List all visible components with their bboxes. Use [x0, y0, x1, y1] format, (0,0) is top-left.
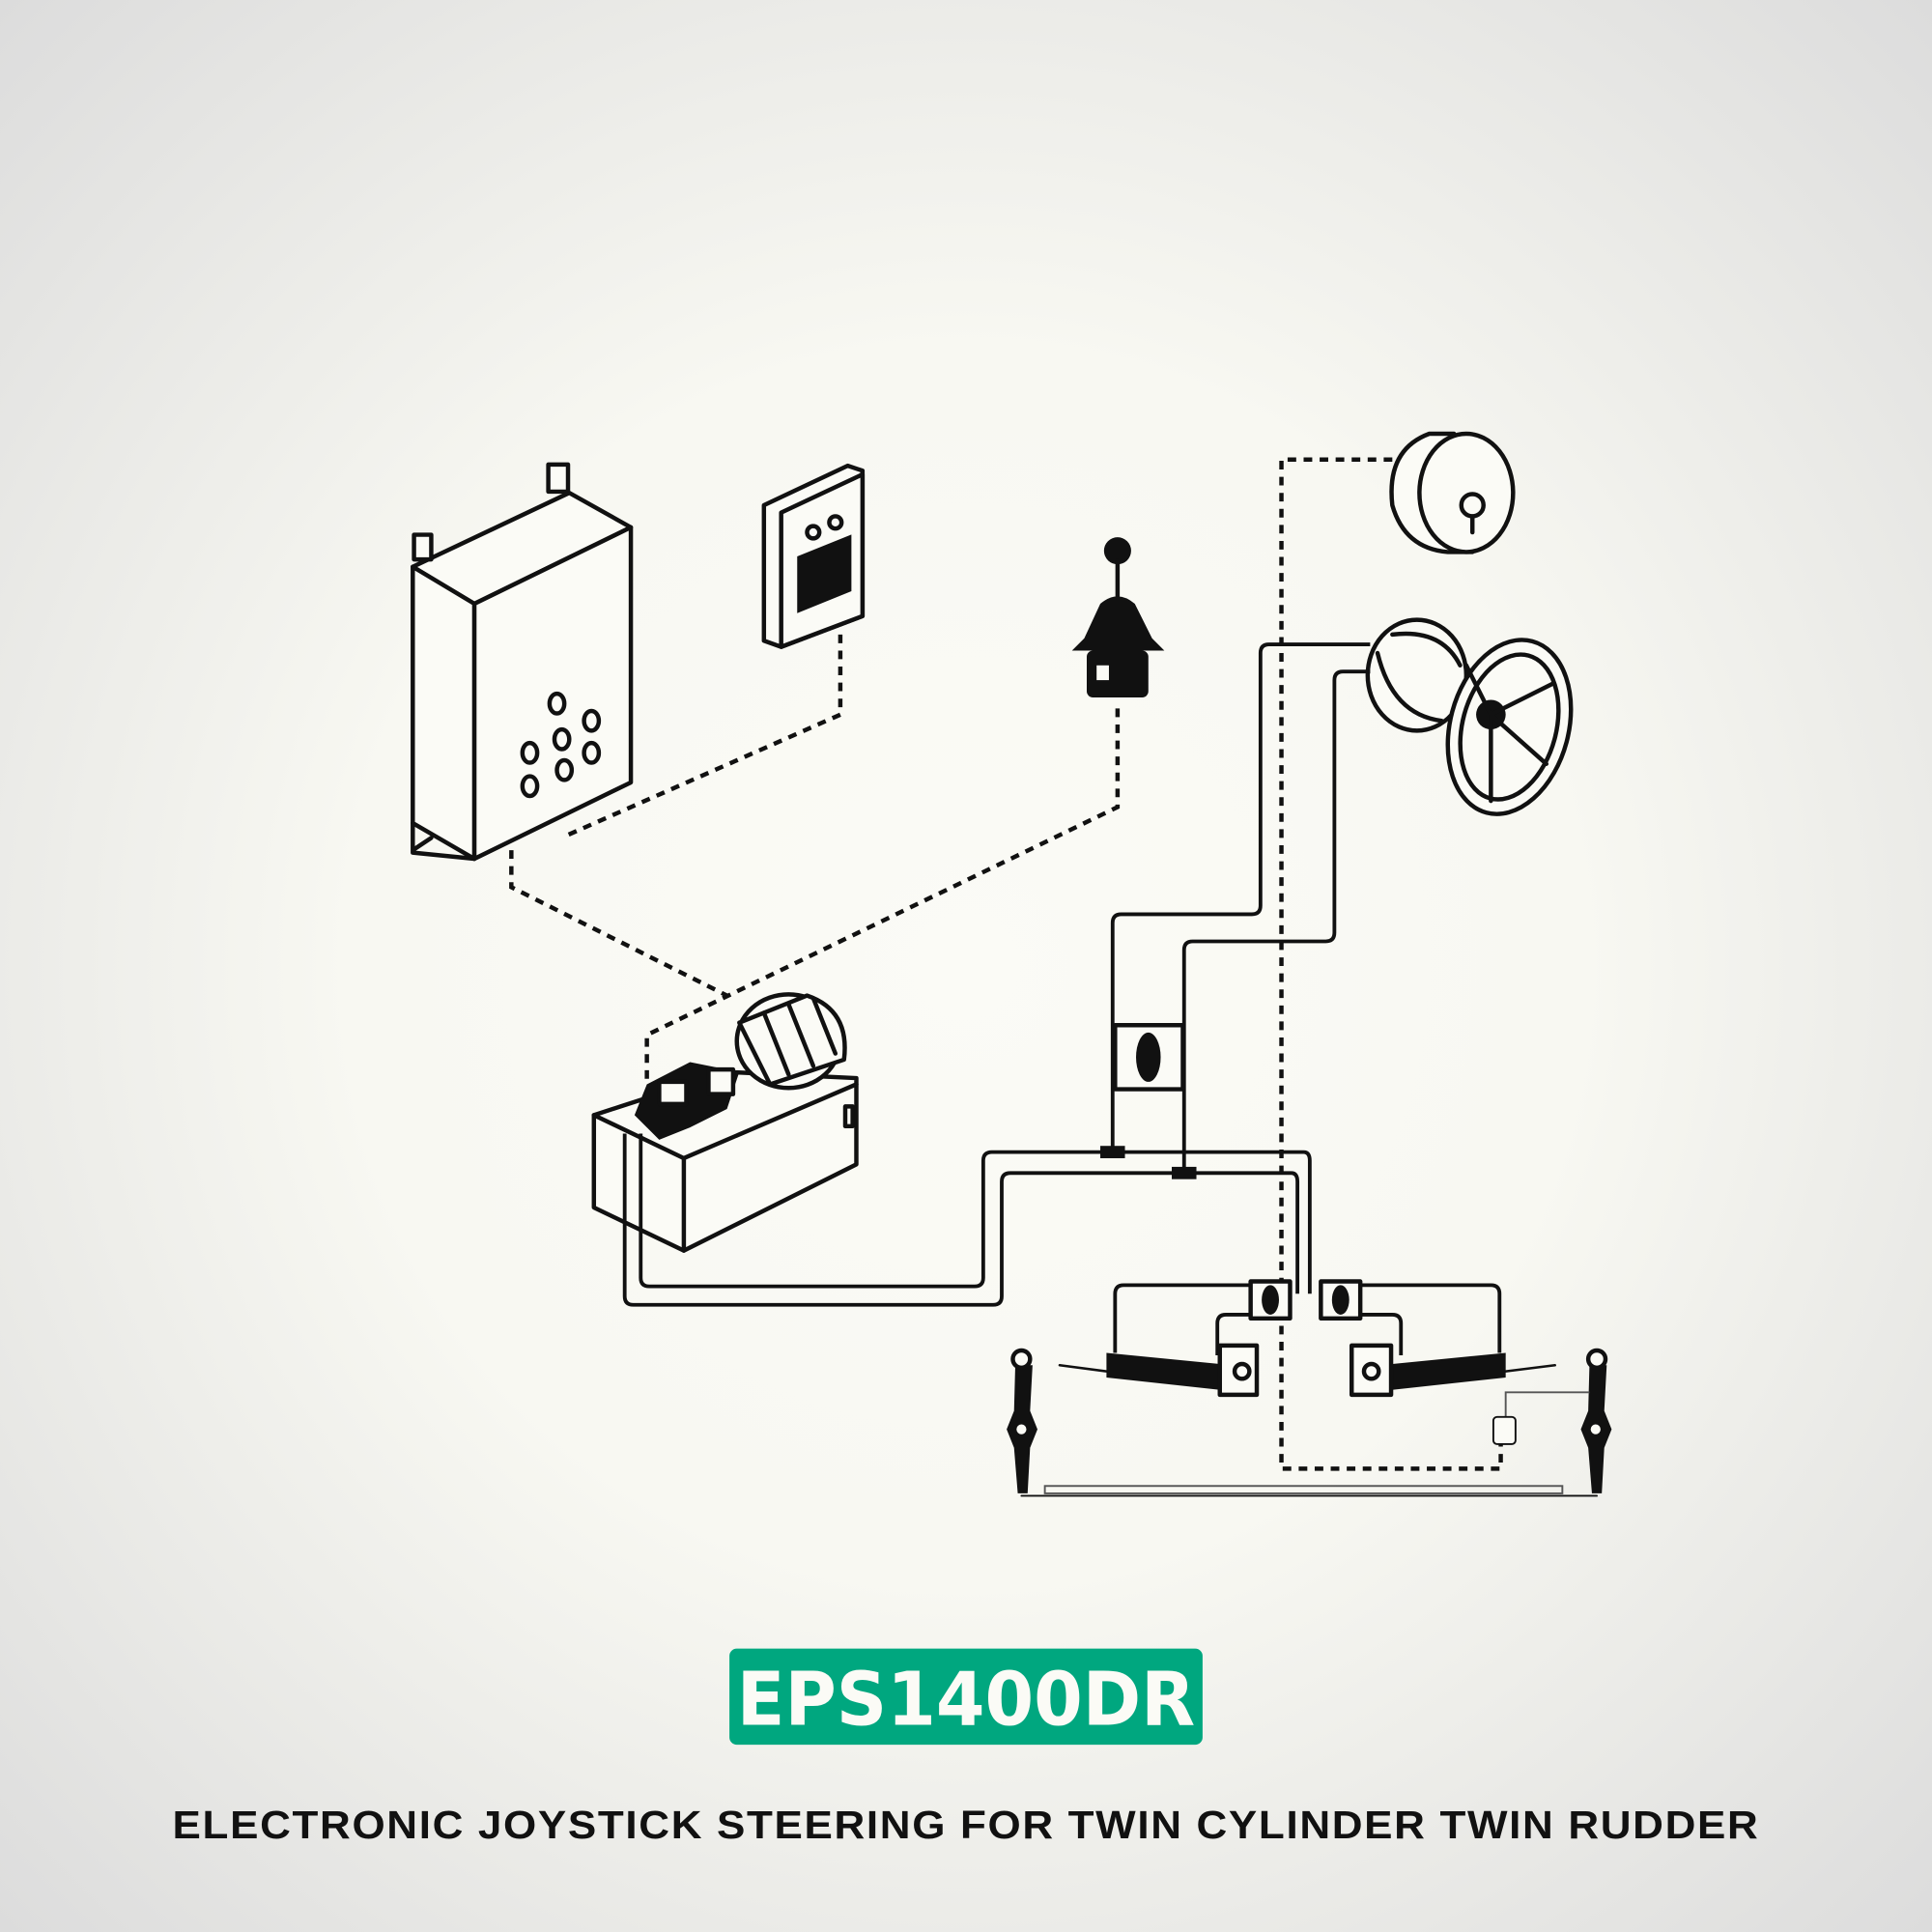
rudder-sensor [1389, 431, 1516, 554]
power-pack [591, 992, 859, 1253]
model-name: EPS1400DR [737, 1658, 1195, 1744]
control-box [411, 462, 634, 862]
signal-cables [509, 457, 1503, 1471]
display-panel [761, 463, 866, 649]
hydraulic-hoses [622, 642, 1502, 1356]
joystick [1071, 537, 1165, 697]
valve-block [1113, 1022, 1363, 1321]
model-badge: EPS1400DR [729, 1648, 1203, 1746]
twin-cylinders [1058, 1343, 1556, 1398]
model-badge-background [729, 1648, 1203, 1746]
helm-pump-wheel [1365, 617, 1574, 816]
rudder-tillers [1007, 1348, 1612, 1497]
rudder-feedback-unit [1492, 1391, 1590, 1445]
product-description: ELECTRONIC JOYSTICK STEERING FOR TWIN CY… [173, 1803, 1760, 1847]
